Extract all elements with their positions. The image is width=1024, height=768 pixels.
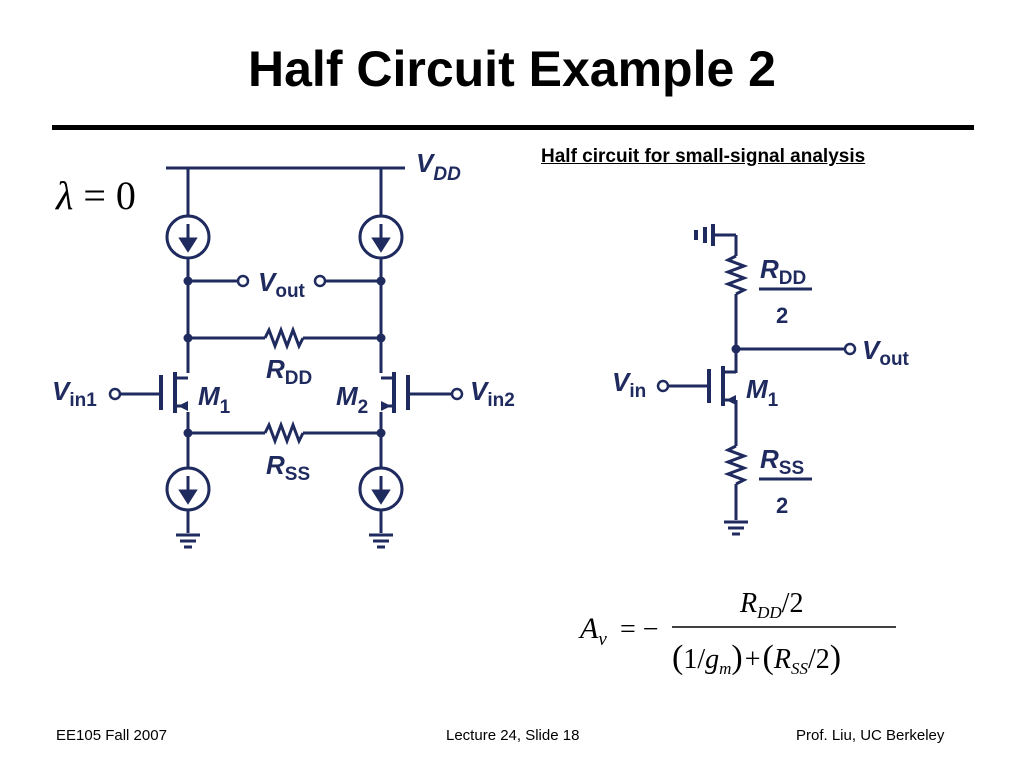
equation-lhs: Av: [578, 612, 607, 650]
lambda-value: = 0: [73, 173, 136, 218]
differential-pair-circuit: [120, 166, 452, 533]
half-circuit: [668, 224, 845, 520]
equation-equals: = −: [620, 614, 659, 645]
half-vout-junction: [731, 344, 741, 354]
junction-dots: [183, 276, 386, 438]
lambda-condition: λ = 0: [56, 172, 136, 219]
half-rss-label: RSS: [760, 444, 804, 479]
half-vout-label: Vout: [862, 335, 910, 370]
footer-author: Prof. Liu, UC Berkeley: [796, 727, 945, 744]
half-m1-source-arrow: [726, 395, 736, 405]
vin1-label: Vin1: [52, 376, 97, 411]
left-ground-icon: [174, 533, 202, 549]
title-divider: [52, 125, 974, 130]
gain-equation: Av = − RDD/2 (1/gm)+(RSS/2): [578, 588, 896, 678]
vin2-label: Vin2: [470, 376, 515, 411]
right-tail-current-source-icon: [358, 466, 404, 512]
half-rdd-label: RDD: [760, 254, 806, 289]
half-m1-label: M1: [746, 374, 779, 411]
lambda-symbol: λ: [56, 173, 74, 218]
right-ground-icon: [367, 533, 395, 549]
half-terminal-circles: [656, 342, 857, 393]
footer-course: EE105 Fall 2007: [56, 727, 167, 744]
left-tail-current-source-icon: [165, 466, 211, 512]
half-circuit-caption: Half circuit for small-signal analysis: [541, 146, 866, 167]
half-rss-denominator: 2: [776, 493, 788, 518]
rss-label: RSS: [266, 450, 310, 485]
half-ground-icon: [722, 520, 750, 536]
right-load-current-source-icon: [358, 214, 404, 260]
m1-source-arrow: [178, 401, 188, 411]
m2-source-arrow: [381, 401, 391, 411]
left-load-current-source-icon: [165, 214, 211, 260]
m1-label: M1: [198, 381, 231, 418]
footer-slide-number: Lecture 24, Slide 18: [446, 727, 580, 744]
m2-label: M2: [336, 381, 368, 418]
rdd-label: RDD: [266, 354, 312, 389]
equation-denominator: (1/gm)+(RSS/2): [672, 639, 841, 678]
terminal-circles: [108, 274, 464, 401]
half-rdd-denominator: 2: [776, 303, 788, 328]
vdd-label: VDD: [416, 148, 461, 185]
equation-numerator: RDD/2: [739, 588, 803, 622]
half-vin-label: Vin: [612, 367, 646, 402]
vout-label: Vout: [258, 267, 306, 302]
slide-title: Half Circuit Example 2: [248, 41, 776, 97]
